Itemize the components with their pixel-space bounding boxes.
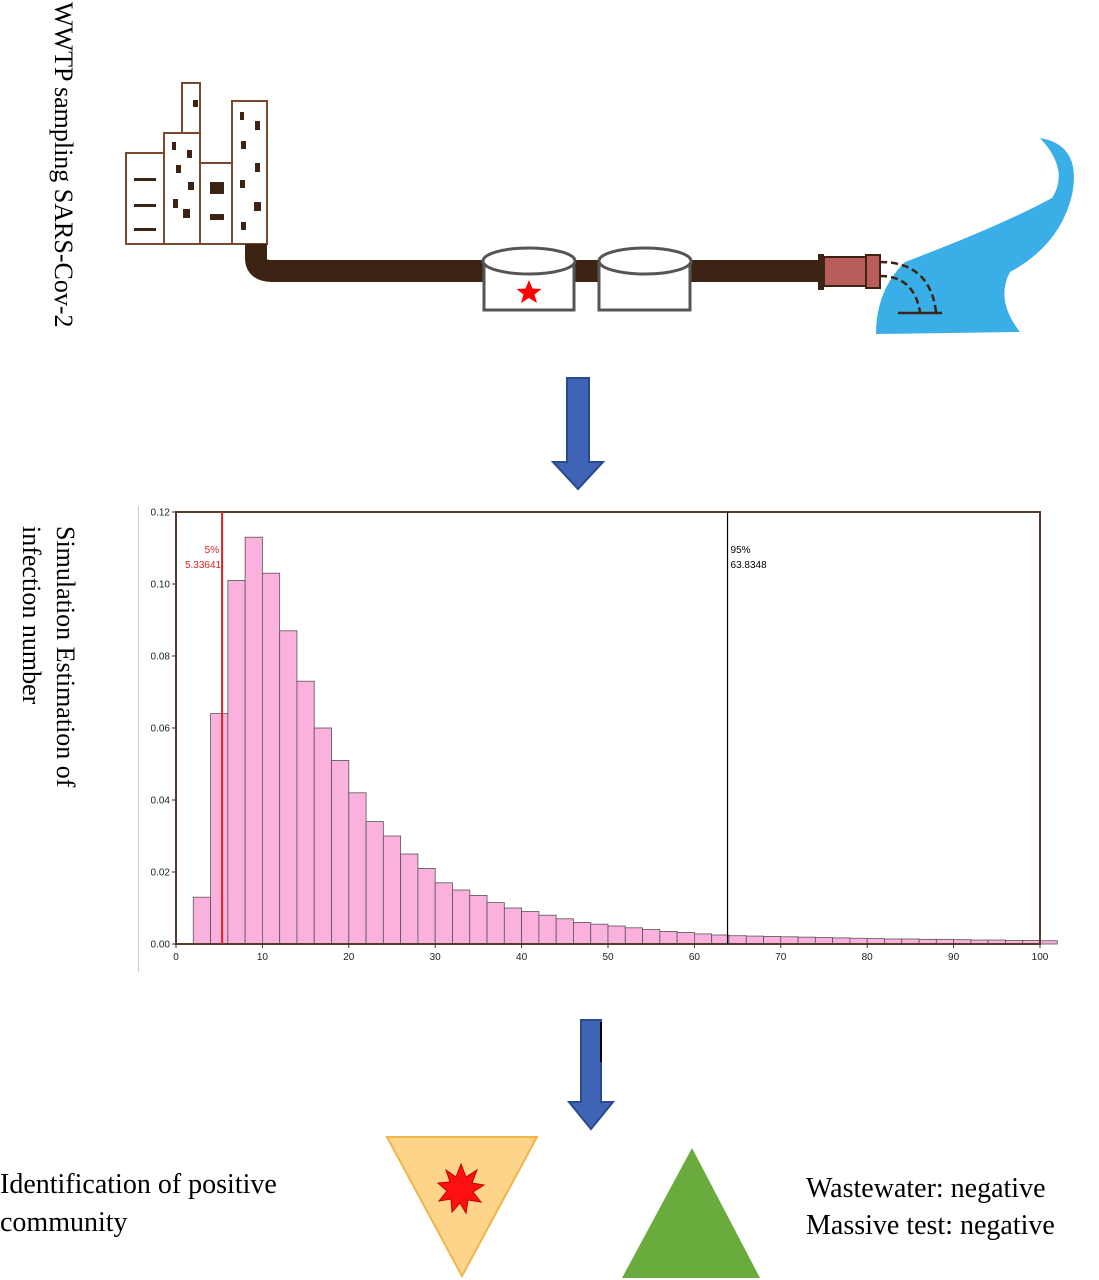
y-tick-label: 0.12 <box>151 508 171 519</box>
histogram-bar <box>469 894 488 945</box>
histogram-bar <box>434 882 453 945</box>
histogram-bar <box>573 921 592 945</box>
inverted-triangle-icon <box>385 1136 539 1279</box>
histogram-bar <box>728 935 747 945</box>
tank-with-star-icon <box>481 246 577 312</box>
x-tick-label: 30 <box>430 952 442 963</box>
histogram-bar <box>1039 940 1058 945</box>
histogram-bar <box>486 902 505 945</box>
x-tick-label: 90 <box>948 952 960 963</box>
simulation-label-line2: infection number <box>17 526 46 705</box>
simulation-label-line1: Simulation Estimation of <box>51 526 80 788</box>
histogram-bar <box>797 936 816 945</box>
histogram-bar <box>227 580 246 945</box>
histogram-bar <box>555 918 574 945</box>
histogram-bar <box>521 911 540 945</box>
histogram-chart: 0.00 0.02 0.04 0.06 0.08 0.10 0.12 0 10 20 30 40 50 6… <box>138 506 1058 972</box>
positive-label-line2: community <box>0 1207 128 1238</box>
percentile-95-value: 63.8348 <box>731 560 768 571</box>
down-arrow-icon <box>566 1019 616 1131</box>
y-tick-label: 0.10 <box>151 580 171 591</box>
histogram-bar <box>676 932 695 945</box>
positive-label-line1: Identification of positive <box>0 1169 277 1200</box>
percentile-95-label: 95% <box>731 545 751 556</box>
y-tick-label: 0.02 <box>151 868 171 879</box>
histogram-bar <box>296 680 315 945</box>
x-tick-label: 50 <box>602 952 614 963</box>
x-tick-label: 40 <box>516 952 528 963</box>
histogram-bar <box>607 925 626 945</box>
sewer-pipe <box>245 244 822 282</box>
histogram-bar <box>400 853 419 945</box>
triangle-icon <box>622 1148 760 1278</box>
histogram-bar <box>503 907 523 945</box>
histogram-bar <box>279 630 298 945</box>
histogram-bar <box>780 936 799 945</box>
histogram-bar <box>313 727 332 945</box>
x-tick-label: 60 <box>689 952 701 963</box>
histogram-bar <box>417 867 436 945</box>
y-tick-label: 0.04 <box>151 796 171 807</box>
down-arrow-icon <box>550 377 606 491</box>
histogram-bar <box>382 835 402 945</box>
histogram-bar <box>244 536 263 945</box>
x-tick-label: 70 <box>775 952 787 963</box>
y-tick-label: 0.06 <box>151 724 171 735</box>
x-tick-label: 20 <box>343 952 355 963</box>
histogram-bar <box>538 914 557 945</box>
x-tick-label: 80 <box>862 952 874 963</box>
histogram-bar <box>192 896 211 945</box>
outlet-pipe-icon <box>818 254 942 315</box>
massive-test-label: Massive test: negative <box>806 1210 1055 1241</box>
x-tick-label: 10 <box>257 952 269 963</box>
histogram-bar <box>348 792 367 945</box>
buildings-icon <box>125 82 268 245</box>
wwtp-schematic <box>125 82 1074 334</box>
histogram-bar <box>659 930 678 945</box>
histogram-bar <box>624 927 643 945</box>
percentile-5-value: 5.33641 <box>185 560 222 571</box>
histogram-bar <box>331 759 350 945</box>
histogram-bar <box>694 933 713 945</box>
tank-icon <box>597 246 693 312</box>
histogram-bar <box>763 936 782 945</box>
wastewater-label: Wastewater: negative <box>806 1173 1046 1204</box>
histogram-bar <box>210 713 229 945</box>
histogram-bar <box>642 929 661 945</box>
histogram-bar <box>711 934 730 945</box>
y-tick-label: 0.00 <box>151 940 171 951</box>
histogram-bar <box>745 935 764 945</box>
histogram-bar <box>590 923 609 945</box>
histogram-bar <box>452 889 471 945</box>
percentile-5-label: 5% <box>205 545 220 556</box>
y-tick-label: 0.08 <box>151 652 171 663</box>
x-tick-label: 100 <box>1032 952 1049 963</box>
burst-icon <box>436 1162 486 1215</box>
water-wave-icon <box>876 138 1074 334</box>
histogram-bar <box>365 821 384 945</box>
x-tick-label: 0 <box>173 952 179 963</box>
histogram-bar <box>262 572 281 945</box>
